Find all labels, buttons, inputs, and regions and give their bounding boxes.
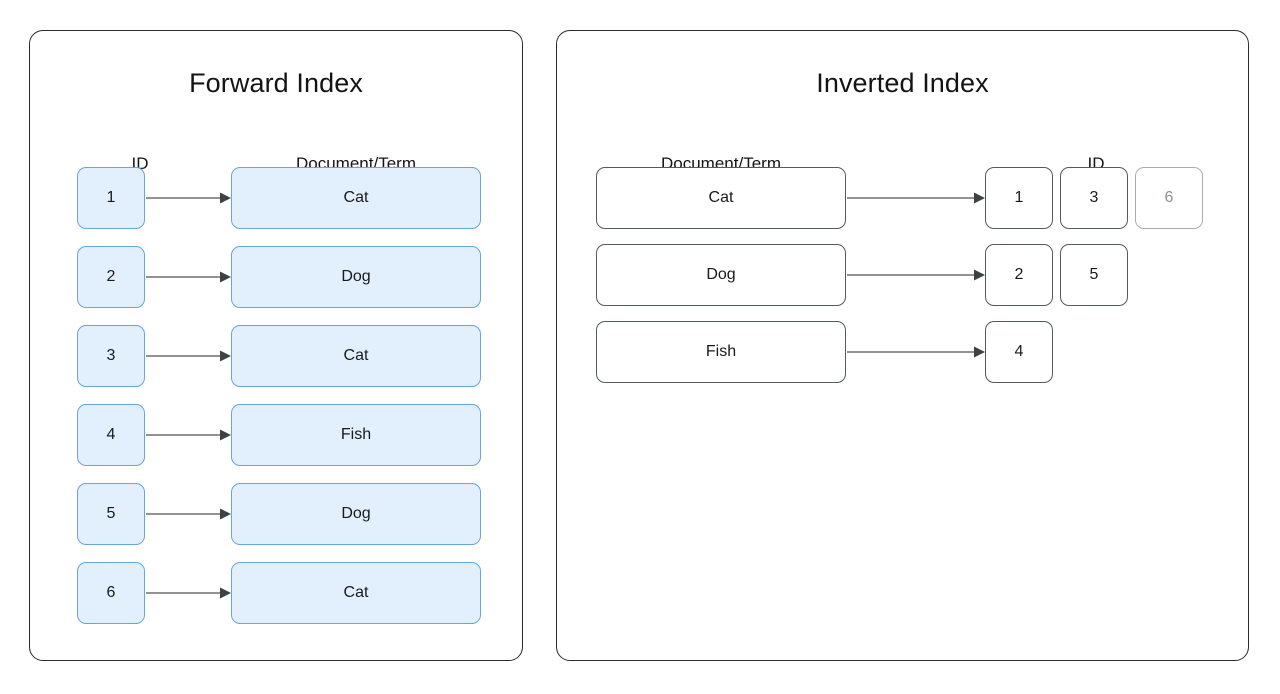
forward-id-box[interactable]: 1 (77, 167, 145, 229)
forward-term-box[interactable]: Fish (231, 404, 481, 466)
forward-id-box[interactable]: 3 (77, 325, 145, 387)
forward-term-box[interactable]: Cat (231, 167, 481, 229)
forward-index-title: Forward Index (189, 68, 363, 98)
arrow-right-icon (847, 345, 985, 359)
inverted-id-box[interactable]: 1 (985, 167, 1053, 229)
arrow-right-icon (146, 428, 231, 442)
forward-term-box[interactable]: Dog (231, 483, 481, 545)
arrow-right-icon (847, 191, 985, 205)
inverted-id-box[interactable]: 5 (1060, 244, 1128, 306)
forward-id-box[interactable]: 6 (77, 562, 145, 624)
arrow-right-icon (146, 349, 231, 363)
arrow-right-icon (146, 191, 231, 205)
inverted-term-box[interactable]: Dog (596, 244, 846, 306)
inverted-id-box[interactable]: 4 (985, 321, 1053, 383)
inverted-id-box[interactable]: 6 (1135, 167, 1203, 229)
inverted-id-box[interactable]: 3 (1060, 167, 1128, 229)
forward-id-box[interactable]: 5 (77, 483, 145, 545)
inverted-index-title: Inverted Index (816, 68, 989, 98)
forward-term-box[interactable]: Cat (231, 562, 481, 624)
arrow-right-icon (146, 270, 231, 284)
forward-id-box[interactable]: 4 (77, 404, 145, 466)
arrow-right-icon (146, 586, 231, 600)
arrow-right-icon (146, 507, 231, 521)
inverted-term-box[interactable]: Cat (596, 167, 846, 229)
inverted-term-box[interactable]: Fish (596, 321, 846, 383)
forward-id-box[interactable]: 2 (77, 246, 145, 308)
forward-term-box[interactable]: Cat (231, 325, 481, 387)
inverted-id-box[interactable]: 2 (985, 244, 1053, 306)
arrow-right-icon (847, 268, 985, 282)
forward-term-box[interactable]: Dog (231, 246, 481, 308)
